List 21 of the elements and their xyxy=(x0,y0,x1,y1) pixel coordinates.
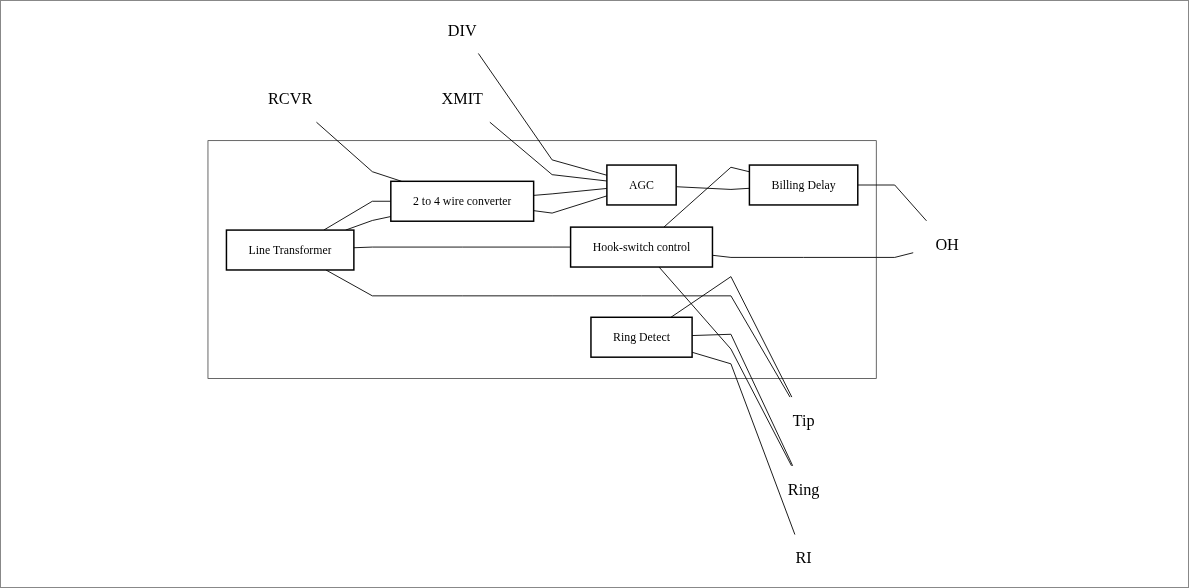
connector xyxy=(857,184,927,222)
node-text: RI xyxy=(795,548,812,568)
connector xyxy=(663,166,750,228)
connector xyxy=(325,269,791,398)
node-box: 2 to 4 wire converter xyxy=(390,180,535,222)
node-box: Hook-switch control xyxy=(569,226,714,268)
node-box: Billing Delay xyxy=(748,164,859,206)
connector xyxy=(316,121,402,182)
node-text: Ring xyxy=(787,479,820,499)
node-text: Tip xyxy=(792,411,815,430)
cluster xyxy=(207,140,877,379)
node-box: Ring Detect xyxy=(590,316,693,358)
connector xyxy=(658,266,792,467)
node-box: AGC xyxy=(606,164,677,206)
node-text: XMIT xyxy=(441,89,483,109)
node-box: Line Transformer xyxy=(225,229,355,271)
connector xyxy=(712,252,914,258)
node-text: DIV xyxy=(447,20,477,40)
connector xyxy=(670,276,793,398)
node-text: RCVR xyxy=(268,89,313,109)
node-text: OH xyxy=(935,234,959,254)
